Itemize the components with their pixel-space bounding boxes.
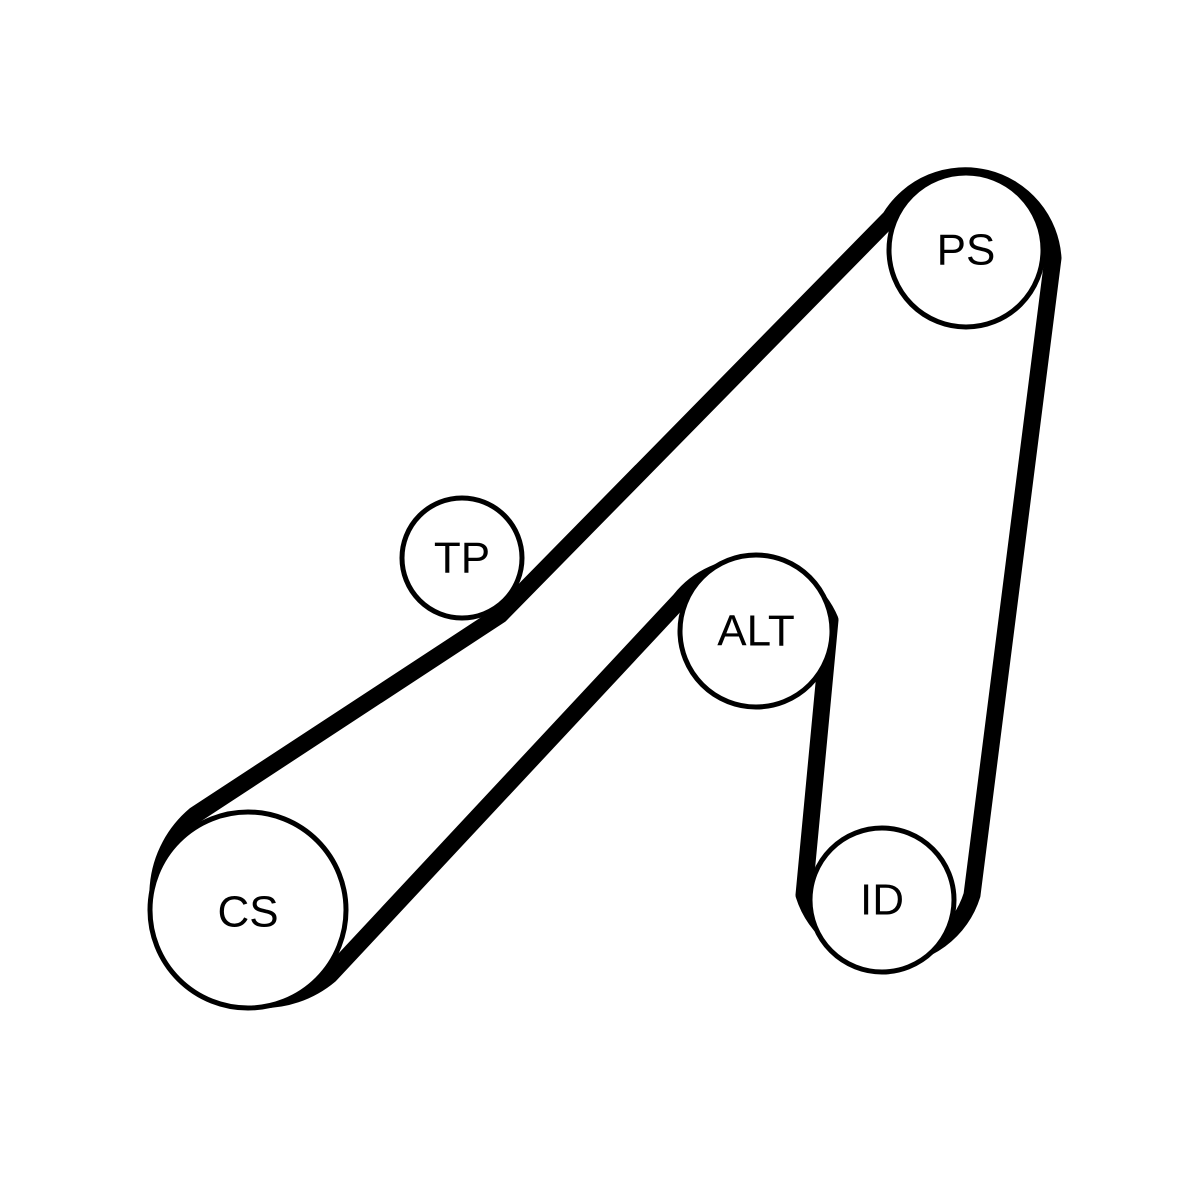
pulley-ps-circle: [886, 170, 1046, 330]
pulley-ps-label: PS: [937, 226, 996, 275]
pulley-tp-circle: [399, 495, 525, 621]
pulley-cs: CS: [147, 809, 349, 1011]
pulley-tp-label: TP: [434, 534, 490, 583]
pulley-alt: ALT: [677, 552, 835, 710]
pulley-alt-label: ALT: [717, 607, 794, 656]
pulley-ps: PS: [886, 170, 1046, 330]
pulley-id: ID: [807, 825, 957, 975]
pulley-alt-circle: [677, 552, 835, 710]
pulley-id-circle: [807, 825, 957, 975]
pulley-cs-label: CS: [217, 888, 278, 937]
pulley-cs-circle: [147, 809, 349, 1011]
pulley-tp: TP: [399, 495, 525, 621]
pulley-id-label: ID: [860, 876, 904, 925]
